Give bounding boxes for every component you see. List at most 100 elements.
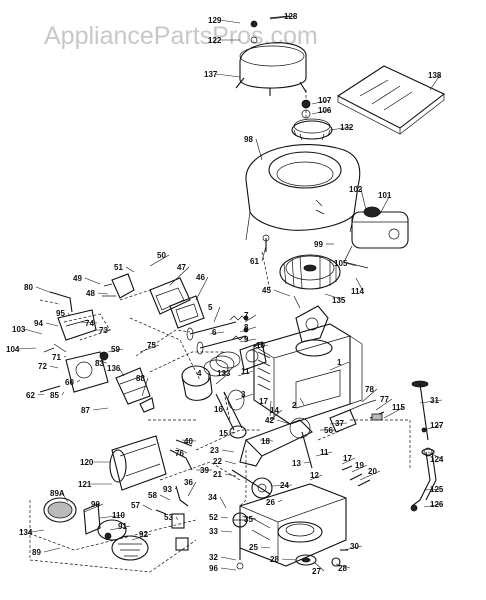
callout-label-c58: 58 xyxy=(148,491,157,500)
callout-label-c16: 16 xyxy=(214,405,223,414)
callout-label-c59: 59 xyxy=(111,345,120,354)
callout-label-c77: 77 xyxy=(380,395,389,404)
callout-label-c80: 80 xyxy=(24,283,33,292)
callout-label-c96: 96 xyxy=(209,564,218,573)
leader-line-c28 xyxy=(335,563,351,569)
leader-line-c51 xyxy=(125,266,135,273)
breather-tube-part-115 xyxy=(369,411,385,421)
leader-line-c5 xyxy=(213,306,221,323)
callout-label-c87: 87 xyxy=(81,406,90,415)
callout-label-c88: 88 xyxy=(136,374,145,383)
leader-line-c89 xyxy=(43,547,61,553)
leader-line-c92 xyxy=(131,533,152,541)
callout-label-c92: 92 xyxy=(139,530,148,539)
callout-label-c107: 107 xyxy=(318,96,332,105)
callout-label-c135: 135 xyxy=(332,296,346,305)
callout-label-c103: 103 xyxy=(12,325,26,334)
callout-label-c47: 47 xyxy=(177,263,186,272)
leader-line-c17b xyxy=(341,457,356,465)
callout-label-c99: 99 xyxy=(314,240,323,249)
leader-line-c1 xyxy=(329,361,350,371)
leader-line-c93 xyxy=(174,487,177,490)
intake-gasket-part-47 xyxy=(149,277,205,329)
fuel-tank-part-49 xyxy=(102,273,135,299)
throttle-link-part-75 xyxy=(169,439,193,471)
leader-line-c45 xyxy=(273,289,291,297)
leader-line-c126 xyxy=(423,503,443,508)
callout-label-c128: 128 xyxy=(284,12,298,21)
cylinder-block-part-1 xyxy=(253,323,363,425)
callout-label-c36: 36 xyxy=(184,478,193,487)
callout-label-c12: 12 xyxy=(310,471,319,480)
callout-label-c124: 124 xyxy=(430,455,444,464)
callout-label-c50: 50 xyxy=(157,251,166,260)
callout-label-c30: 30 xyxy=(350,542,359,551)
leader-line-c20 xyxy=(359,470,381,481)
callout-label-c20: 20 xyxy=(368,467,377,476)
grouping-outlines xyxy=(19,90,411,573)
flywheel-nut-part-107 xyxy=(301,99,311,119)
leader-line-c9 xyxy=(239,338,257,343)
callout-label-c75: 75 xyxy=(147,341,156,350)
callout-label-c19: 19 xyxy=(355,461,364,470)
callout-label-c74: 74 xyxy=(85,319,94,328)
callout-label-c25: 25 xyxy=(249,543,258,552)
leader-line-c31 xyxy=(419,399,443,404)
leader-line-c23 xyxy=(221,449,235,453)
leader-line-c96 xyxy=(220,567,237,571)
callout-label-c138: 138 xyxy=(428,71,442,80)
callout-label-c48: 48 xyxy=(86,289,95,298)
leader-line-c133 xyxy=(215,372,230,385)
bolt-part-61 xyxy=(262,234,270,252)
callout-label-c24: 24 xyxy=(280,481,289,490)
callout-label-c22: 22 xyxy=(213,457,222,466)
callout-label-c89: 89 xyxy=(32,548,41,557)
blower-housing-part-98 xyxy=(245,144,361,241)
callout-label-c31: 31 xyxy=(430,396,439,405)
callout-label-c51: 51 xyxy=(114,263,123,272)
callout-label-c94: 94 xyxy=(34,319,43,328)
leader-line-c10 xyxy=(249,344,269,351)
leader-line-c7 xyxy=(244,314,257,323)
callout-label-c73: 73 xyxy=(99,326,108,335)
callout-label-c125: 125 xyxy=(430,485,444,494)
oil-fill-tube-part-125 xyxy=(410,427,437,512)
callout-label-c17b: 17 xyxy=(343,454,352,463)
leader-line-c94 xyxy=(45,322,59,327)
callout-label-c27: 27 xyxy=(312,567,321,576)
callout-label-c11: 11 xyxy=(241,367,250,376)
leader-line-c61 xyxy=(261,245,267,262)
leader-line-c114 xyxy=(355,277,364,292)
washer-part-124 xyxy=(423,447,433,457)
callout-label-c134: 134 xyxy=(19,528,33,537)
callout-label-c132: 132 xyxy=(340,123,354,132)
air-cleaner-base-part-136 xyxy=(115,367,155,413)
leader-line-c36 xyxy=(187,481,197,497)
callout-label-c35: 35 xyxy=(244,515,253,524)
leader-line-c57 xyxy=(142,504,153,511)
cylinder-head-part-10 xyxy=(239,341,267,371)
callout-label-c53: 53 xyxy=(164,513,173,522)
valve-spring-part-8 xyxy=(229,315,249,341)
ignition-module-part-45 xyxy=(293,295,329,343)
leader-line-c11b xyxy=(315,451,333,457)
leader-line-c110 xyxy=(99,514,125,519)
leader-line-c62 xyxy=(37,393,45,396)
leader-line-c32 xyxy=(220,556,237,561)
leader-line-c60 xyxy=(76,379,81,383)
callout-label-c105: 105 xyxy=(334,259,348,268)
callout-label-c7: 7 xyxy=(244,311,249,320)
leader-line-c91 xyxy=(109,525,131,531)
callout-label-c122: 122 xyxy=(208,36,222,45)
leader-line-c103 xyxy=(23,328,43,335)
leader-line-c98 xyxy=(255,138,263,161)
leader-line-c25 xyxy=(260,546,271,549)
leader-line-c52 xyxy=(220,516,229,519)
callout-label-c49: 49 xyxy=(73,274,82,283)
leader-line-c72 xyxy=(49,365,59,369)
leader-line-c88 xyxy=(141,377,149,397)
leader-line-c128 xyxy=(269,15,297,20)
starter-cup-part-132 xyxy=(291,118,333,141)
leader-line-c26 xyxy=(277,499,283,503)
